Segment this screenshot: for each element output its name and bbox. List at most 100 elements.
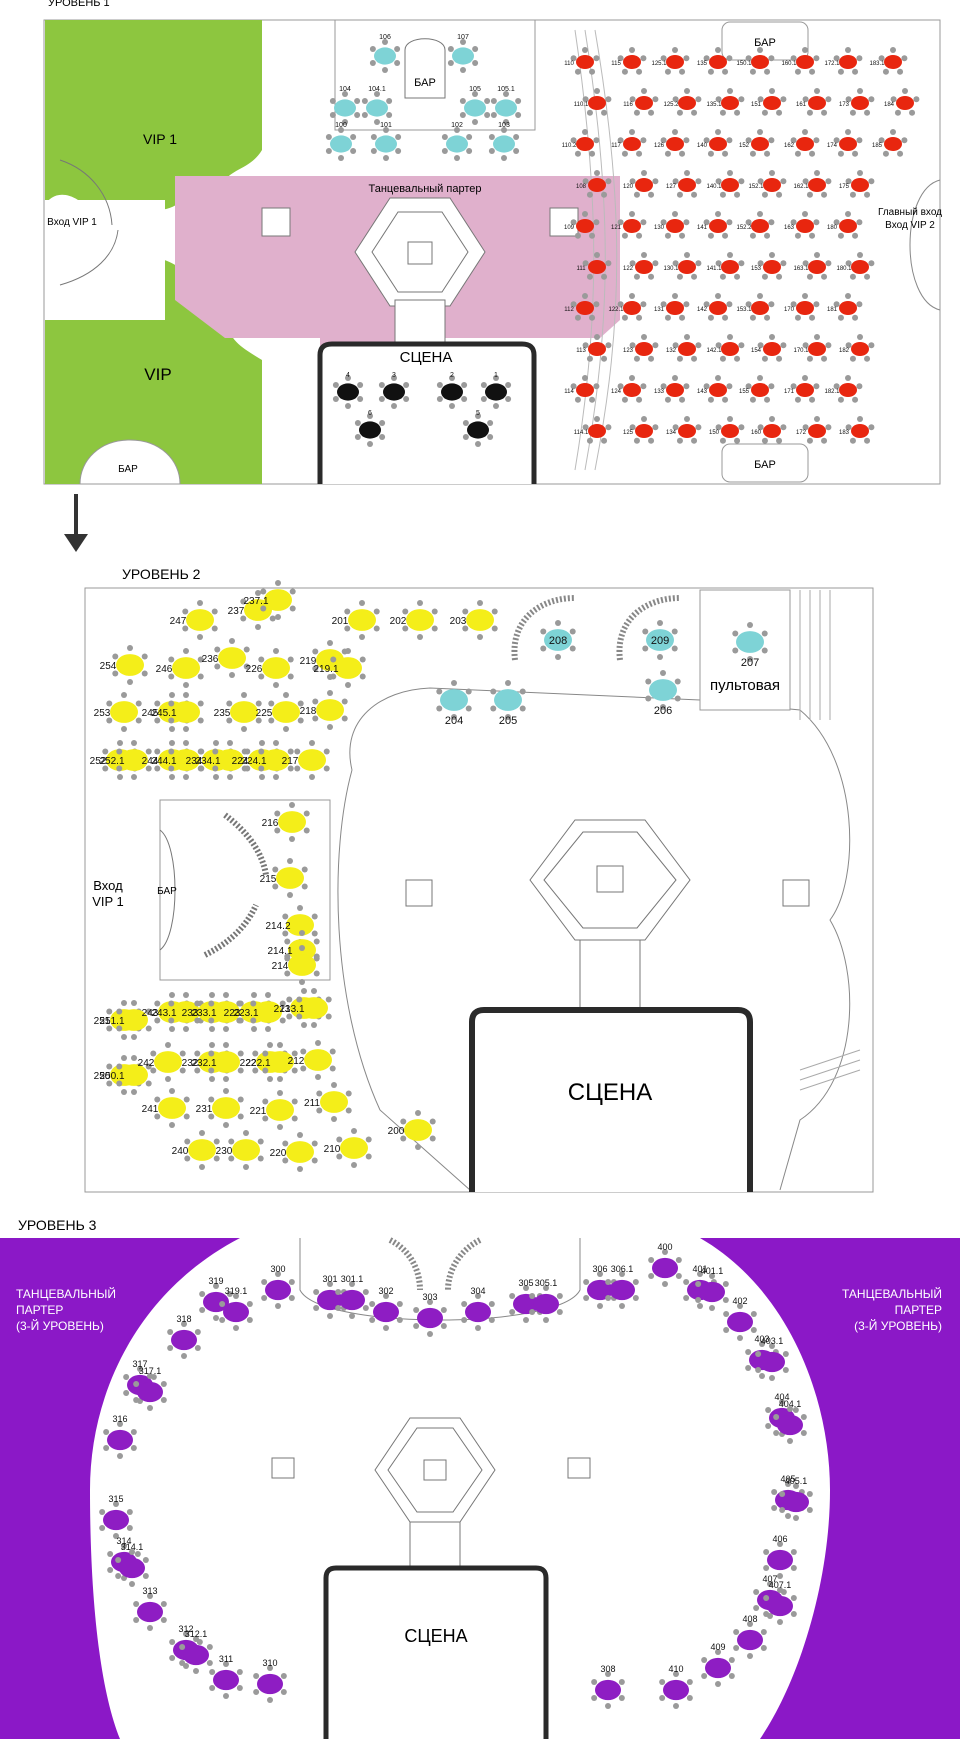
table-172[interactable]: 172	[796, 416, 832, 444]
table-163.1[interactable]: 163.1	[793, 252, 832, 280]
table-125.1[interactable]: 125.1	[651, 47, 690, 75]
table-319[interactable]: 319	[199, 1276, 233, 1321]
table-226[interactable]: 226	[246, 648, 294, 688]
table-152[interactable]: 152	[739, 129, 775, 157]
table-135[interactable]: 135	[697, 47, 733, 75]
table-203[interactable]: 203	[450, 600, 498, 640]
table-125[interactable]: 125	[623, 416, 659, 444]
table-151[interactable]: 151	[751, 88, 787, 116]
table-318[interactable]: 318	[167, 1314, 201, 1359]
table-6[interactable]: 6	[354, 410, 386, 447]
table-117[interactable]: 117	[611, 129, 647, 157]
table-180.1[interactable]: 180.1	[836, 252, 875, 280]
table-250.1[interactable]: 250.1	[99, 1055, 152, 1095]
table-3[interactable]: 3	[378, 372, 410, 409]
table-152.1[interactable]: 152.1	[748, 170, 787, 198]
table-5[interactable]: 5	[462, 410, 494, 447]
table-314.1[interactable]: 314.1	[115, 1542, 149, 1587]
table-401.1[interactable]: 401.1	[695, 1266, 729, 1311]
table-172.1[interactable]: 172.1	[824, 47, 863, 75]
table-185[interactable]: 185	[872, 129, 908, 157]
table-125.2[interactable]: 125.2	[663, 88, 702, 116]
table-105[interactable]: 105	[459, 86, 491, 125]
table-163[interactable]: 163	[784, 211, 820, 239]
table-180[interactable]: 180	[827, 211, 863, 239]
table-160[interactable]: 160	[751, 416, 787, 444]
table-181[interactable]: 181	[827, 293, 863, 321]
table-182.1[interactable]: 182.1	[824, 375, 863, 403]
table-204[interactable]: 204	[436, 680, 472, 727]
table-214[interactable]: 214	[272, 945, 320, 985]
table-201[interactable]: 201	[332, 600, 380, 640]
table-207[interactable]: 207	[732, 622, 768, 669]
table-132[interactable]: 132	[666, 334, 702, 362]
table-235[interactable]: 235	[214, 692, 262, 732]
table-112[interactable]: 112	[564, 293, 600, 321]
table-233.1[interactable]: 233.1	[191, 992, 244, 1032]
table-115[interactable]: 115	[611, 47, 647, 75]
table-106[interactable]: 106	[369, 34, 401, 73]
table-404.1[interactable]: 404.1	[773, 1399, 807, 1444]
table-114.1[interactable]: 114.1	[574, 416, 612, 444]
table-409[interactable]: 409	[701, 1642, 735, 1687]
table-110[interactable]: 110	[564, 47, 600, 75]
table-170[interactable]: 170	[784, 293, 820, 321]
table-220[interactable]: 220	[270, 1132, 318, 1172]
table-175[interactable]: 175	[839, 170, 875, 198]
table-403.1[interactable]: 403.1	[755, 1336, 789, 1381]
table-311[interactable]: 311	[209, 1654, 243, 1699]
table-104.1[interactable]: 104.1	[361, 86, 393, 125]
table-134[interactable]: 134	[666, 416, 702, 444]
table-212[interactable]: 212	[288, 1040, 336, 1080]
table-109[interactable]: 109	[564, 211, 600, 239]
table-162[interactable]: 162	[784, 129, 820, 157]
table-217[interactable]: 217	[282, 740, 330, 780]
table-219.1[interactable]: 219.1	[313, 648, 366, 688]
table-171[interactable]: 171	[784, 375, 820, 403]
table-315[interactable]: 315	[99, 1494, 133, 1539]
table-110.1[interactable]: 110.1	[574, 88, 612, 116]
table-103[interactable]: 103	[488, 122, 520, 161]
table-161[interactable]: 161	[796, 88, 832, 116]
table-127[interactable]: 127	[666, 170, 702, 198]
table-124[interactable]: 124	[611, 375, 647, 403]
table-184[interactable]: 184	[884, 88, 920, 116]
table-141.1[interactable]: 141.1	[706, 252, 745, 280]
table-408[interactable]: 408	[733, 1614, 767, 1659]
table-108[interactable]: 108	[576, 170, 612, 198]
table-205[interactable]: 205	[490, 680, 526, 727]
table-306.1[interactable]: 306.1	[605, 1264, 639, 1309]
table-225[interactable]: 225	[256, 692, 304, 732]
table-236[interactable]: 236	[202, 638, 250, 678]
table-231[interactable]: 231	[196, 1088, 244, 1128]
table-224.1[interactable]: 224.1	[241, 740, 294, 780]
table-101[interactable]: 101	[370, 122, 402, 161]
table-406[interactable]: 406	[763, 1534, 797, 1579]
table-150.1[interactable]: 150.1	[736, 47, 775, 75]
table-319.1[interactable]: 319.1	[219, 1286, 253, 1331]
table-130.1[interactable]: 130.1	[663, 252, 702, 280]
table-126[interactable]: 126	[654, 129, 690, 157]
table-310[interactable]: 310	[253, 1658, 287, 1703]
table-113[interactable]: 113	[576, 334, 612, 362]
table-208[interactable]: 208	[540, 620, 576, 660]
table-316[interactable]: 316	[103, 1414, 137, 1459]
table-174[interactable]: 174	[827, 129, 863, 157]
table-211[interactable]: 211	[304, 1082, 352, 1122]
table-223.1[interactable]: 223.1	[233, 992, 286, 1032]
table-123[interactable]: 123	[623, 334, 659, 362]
table-160.1[interactable]: 160.1	[781, 47, 820, 75]
table-141[interactable]: 141	[697, 211, 733, 239]
table-131[interactable]: 131	[654, 293, 690, 321]
table-102[interactable]: 102	[441, 122, 473, 161]
table-122[interactable]: 122	[623, 252, 659, 280]
table-234.1[interactable]: 234.1	[195, 740, 248, 780]
table-215[interactable]: 215	[260, 858, 308, 898]
table-400[interactable]: 400	[648, 1242, 682, 1287]
table-241[interactable]: 241	[142, 1088, 190, 1128]
table-153[interactable]: 153	[751, 252, 787, 280]
table-1[interactable]: 1	[480, 372, 512, 409]
table-402[interactable]: 402	[723, 1296, 757, 1341]
table-301.1[interactable]: 301.1	[335, 1274, 369, 1319]
table-242[interactable]: 242	[138, 1042, 186, 1082]
